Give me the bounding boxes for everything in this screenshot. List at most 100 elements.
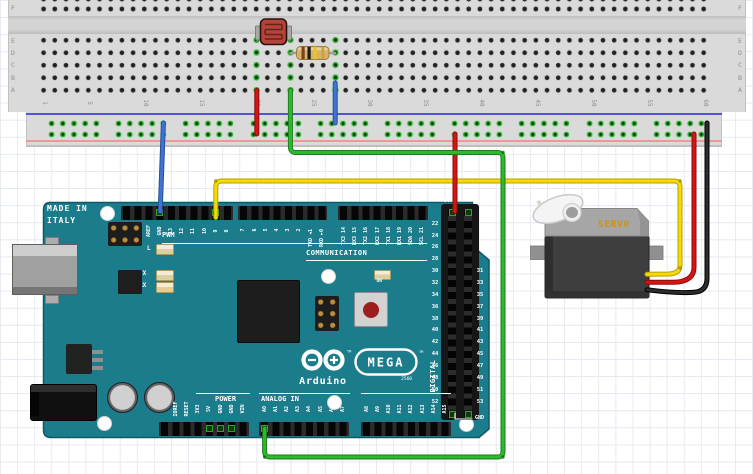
- positive-rail-holes[interactable]: [583, 130, 640, 138]
- positive-rail-holes[interactable]: [650, 130, 707, 138]
- ldr-zigzag: [264, 23, 283, 40]
- row-letter: C: [738, 61, 742, 69]
- negative-rail-holes[interactable]: [516, 119, 573, 127]
- wire-bendpoint[interactable]: [262, 455, 267, 459]
- regulator-leg: [92, 358, 103, 362]
- wire-bendpoint[interactable]: [501, 455, 505, 459]
- negative-rail-holes[interactable]: [180, 119, 237, 127]
- gnd-pin-connected[interactable]: [217, 425, 225, 432]
- pwm-underline: [162, 242, 427, 244]
- digital-header-pins-right[interactable]: [464, 208, 472, 419]
- wire-pin9-to-servo-signal[interactable]: [213, 178, 683, 277]
- analog-header-b[interactable]: [361, 421, 451, 436]
- resistor[interactable]: [289, 46, 337, 60]
- connected-hole[interactable]: [331, 36, 339, 44]
- negative-rail-holes[interactable]: [382, 119, 438, 127]
- wire-bendpoint[interactable]: [214, 179, 218, 183]
- breadboard-holes-row-f: [38, 2, 711, 15]
- digital-pin-number: 45: [476, 351, 484, 358]
- wire-bendpoint[interactable]: [678, 266, 682, 270]
- positive-rail-holes[interactable]: [247, 130, 304, 138]
- negative-rail-holes[interactable]: [247, 119, 304, 127]
- wire-divider-to-a0[interactable]: [262, 88, 506, 460]
- digital-pin-number: 40: [431, 327, 439, 334]
- digital-pin-number: 35: [476, 291, 484, 298]
- gnd-pin-connected[interactable]: [228, 425, 236, 432]
- negative-rail-holes[interactable]: [113, 119, 170, 127]
- power-jack[interactable]: [30, 384, 97, 421]
- 5v-label: 5V: [444, 198, 451, 204]
- reset-button-cap[interactable]: [363, 301, 379, 318]
- negative-rail-holes[interactable]: [314, 119, 371, 127]
- negative-rail-holes[interactable]: [583, 119, 640, 127]
- negative-rail-holes[interactable]: [46, 119, 102, 127]
- resistor-band-gold: [321, 46, 325, 60]
- mounting-hole: [327, 394, 342, 410]
- led-l-label: L: [147, 244, 151, 252]
- photoresistor[interactable]: [255, 18, 292, 46]
- power-header[interactable]: [159, 421, 249, 436]
- digital-pin-number: 39: [476, 315, 484, 322]
- positive-rail-holes[interactable]: [382, 130, 438, 138]
- digital-pin-number: 24: [431, 232, 439, 239]
- connected-hole[interactable]: [287, 61, 294, 69]
- power-jack-opening: [31, 392, 39, 416]
- trademark-text: TM: [347, 350, 351, 354]
- positive-rail-holes[interactable]: [113, 130, 170, 138]
- communication-header[interactable]: [338, 205, 428, 220]
- servo[interactable]: SERVO: [529, 189, 664, 299]
- wire-bendpoint[interactable]: [501, 150, 505, 155]
- wire-servo-ground-to-negative-rail[interactable]: [644, 120, 710, 296]
- top-header-aref-8[interactable]: [121, 205, 234, 220]
- connected-hole[interactable]: [253, 49, 261, 56]
- mounting-hole: [99, 205, 115, 221]
- 5v-pin-connected[interactable]: [205, 425, 213, 432]
- breadboard-center-divider: [8, 16, 746, 34]
- row-letter: B: [738, 73, 742, 82]
- digital-pin-number: 50: [431, 386, 439, 393]
- row-letter: F: [738, 4, 742, 12]
- positive-rail-holes[interactable]: [314, 130, 371, 138]
- digital-header[interactable]: [441, 203, 479, 420]
- wire-negative-rail-to-gnd[interactable]: [157, 120, 166, 214]
- servo-body-shade: [545, 236, 553, 298]
- positive-rail-holes[interactable]: [516, 130, 573, 138]
- connected-hole[interactable]: [253, 74, 261, 81]
- mounting-hole: [320, 268, 336, 284]
- positive-rail-holes[interactable]: [46, 130, 102, 138]
- connected-hole[interactable]: [253, 61, 261, 69]
- top-header-7-0[interactable]: [237, 205, 328, 220]
- negative-rail-holes[interactable]: [650, 119, 707, 127]
- digital-pin-number: 32: [431, 280, 439, 286]
- digital-pin-number: 47: [476, 362, 484, 369]
- communication-underline: [306, 259, 427, 261]
- led-l: [156, 244, 174, 255]
- trademark-text: TM: [419, 350, 423, 354]
- negative-rail-holes[interactable]: [449, 119, 506, 127]
- resistor-band-brown: [301, 46, 305, 60]
- icsp-header[interactable]: [315, 296, 339, 331]
- digital-pin-number: 42: [431, 339, 439, 346]
- connected-hole[interactable]: [287, 74, 294, 81]
- 5v-pin-connected[interactable]: [464, 208, 472, 216]
- digital-pin-number: 52: [431, 398, 439, 405]
- main-chip: [236, 280, 300, 343]
- servo-body-bottom: [545, 291, 649, 298]
- gnd-pin-connected[interactable]: [464, 410, 472, 418]
- wire-bendpoint[interactable]: [678, 179, 682, 183]
- connected-hole[interactable]: [331, 61, 339, 69]
- gnd-label: GND: [475, 415, 484, 421]
- italy-text: ITALY: [47, 216, 77, 225]
- positive-rail-holes[interactable]: [449, 130, 506, 138]
- wire-servo-power-to-positive-rail[interactable]: [644, 131, 697, 285]
- icsp-header[interactable]: [108, 222, 142, 246]
- row-letter: D: [11, 48, 15, 57]
- connected-hole[interactable]: [331, 74, 339, 81]
- analog-header-a[interactable]: [259, 421, 349, 436]
- power-label: POWER: [215, 395, 237, 403]
- usb-connector[interactable]: [12, 244, 78, 295]
- digital-header-pins-left[interactable]: [448, 208, 456, 419]
- positive-rail-holes[interactable]: [180, 130, 237, 138]
